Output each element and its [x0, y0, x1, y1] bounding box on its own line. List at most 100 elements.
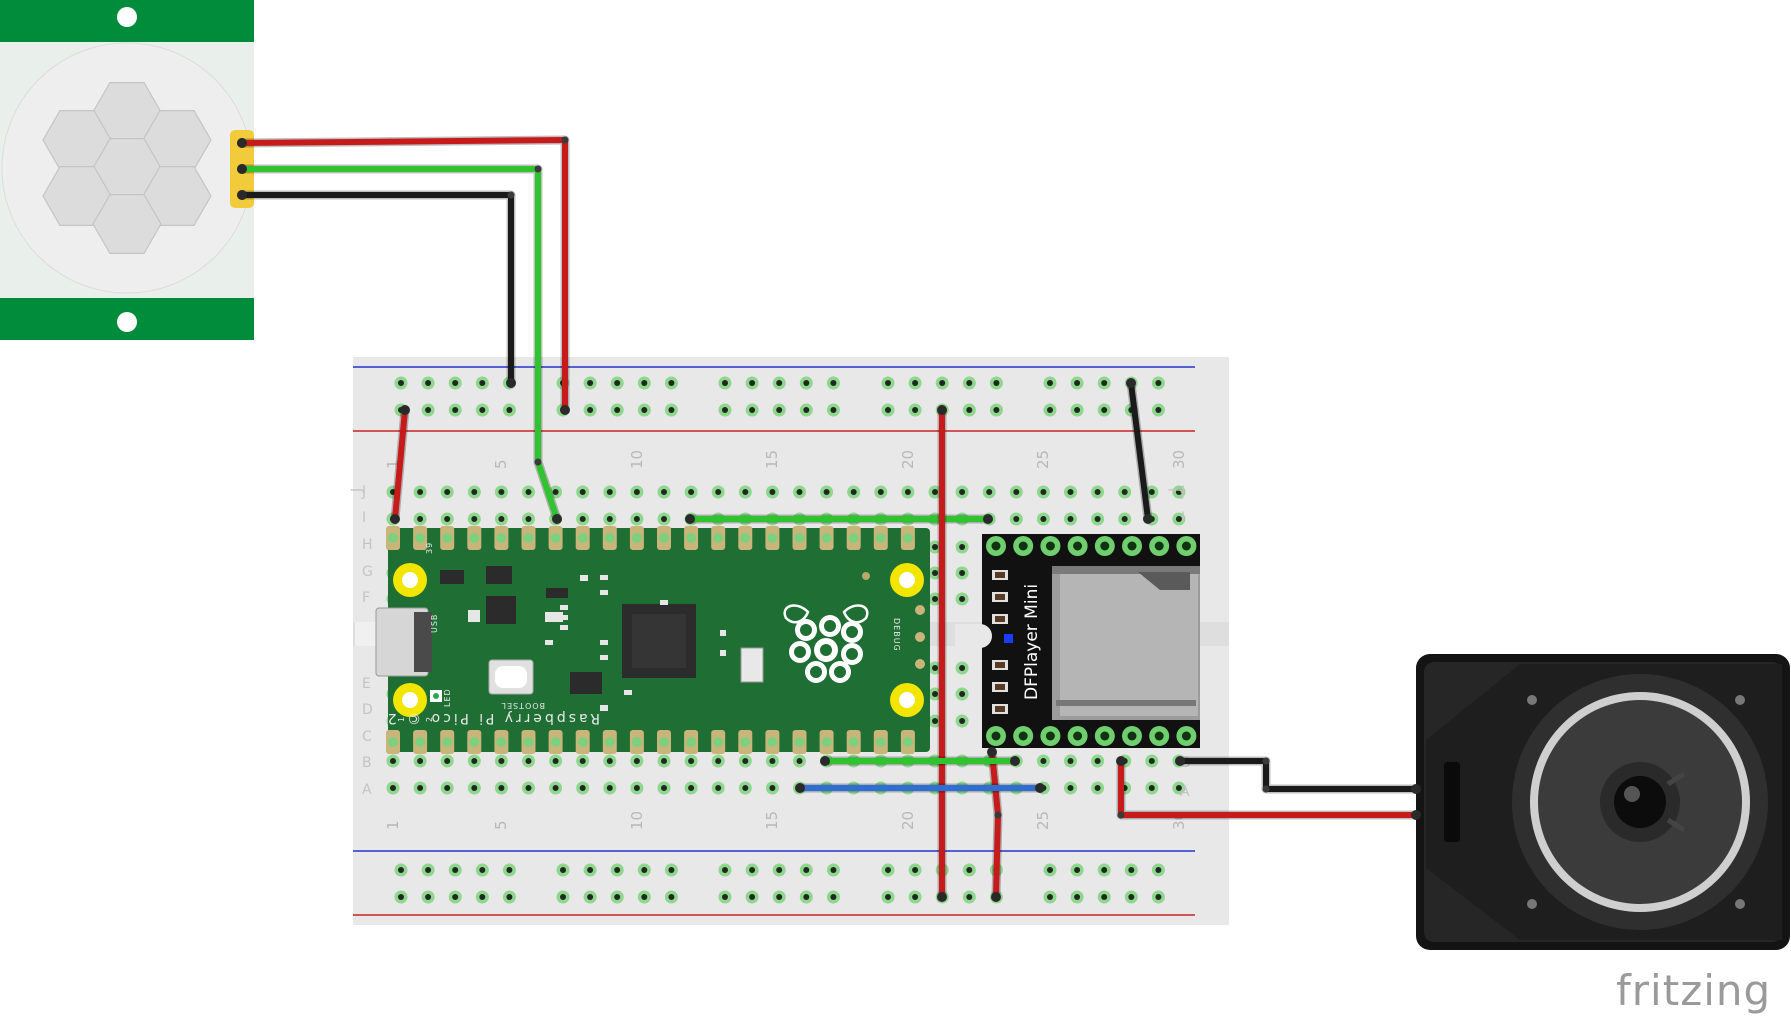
- smd-component: [468, 610, 480, 622]
- dfplayer-mini: DFPlayer Mini: [955, 534, 1200, 748]
- raspberry-logo-icon: [783, 604, 869, 683]
- bootsel-label: BOOTSEL: [501, 701, 545, 710]
- row-label: E: [362, 676, 371, 692]
- smd-component: [545, 612, 563, 622]
- jumper-wire: [1128, 380, 1151, 522]
- column-number: 25: [1034, 450, 1052, 469]
- speaker-terminal: [1444, 762, 1460, 842]
- wire-end: [237, 138, 247, 148]
- wire-end: [400, 405, 410, 415]
- row-label: J: [1180, 484, 1185, 500]
- row-label: C: [362, 729, 372, 745]
- wire-end: [1126, 378, 1136, 388]
- column-number: 5: [492, 820, 510, 830]
- status-led-icon: [1004, 634, 1013, 643]
- wire-end: [991, 892, 1001, 902]
- wire-end: [237, 164, 247, 174]
- sd-card-slot: [1052, 566, 1200, 720]
- column-number: 15: [763, 450, 781, 469]
- wire-end: [1411, 810, 1421, 820]
- column-number: 20: [899, 811, 917, 830]
- smd-component: [660, 600, 668, 605]
- smd-component: [560, 615, 568, 620]
- wire-end: [987, 747, 997, 757]
- usb-label: USB: [430, 614, 439, 633]
- row-label: J: [361, 484, 366, 500]
- jumper-wire: [239, 166, 560, 522]
- row-label-j-right: J: [1167, 488, 1183, 493]
- debug-pad: [915, 659, 925, 669]
- fritzing-watermark: fritzing: [1616, 966, 1771, 1015]
- wire-end: [937, 892, 947, 902]
- column-number: 25: [1034, 811, 1052, 830]
- smd-component: [600, 575, 608, 580]
- pico-mounting-holes: [393, 563, 924, 717]
- pico-model-label: Raspberry Pi Pico © 2020: [349, 710, 600, 726]
- jumper-wire: [239, 192, 514, 386]
- pir-sensor: [0, 0, 254, 340]
- debug-pad: [915, 605, 925, 615]
- raspberry-pi-pico: USB LED BOOTSEL DEBUG Raspberry Pi Pico …: [349, 526, 930, 754]
- column-number: 10: [628, 450, 646, 469]
- wire-end: [1143, 514, 1153, 524]
- wires: [237, 135, 1421, 902]
- row-label: F: [362, 590, 370, 606]
- wire-end: [1035, 783, 1045, 793]
- fresnel-lens-icon: [42, 81, 212, 254]
- pin-1-label: 1: [397, 716, 406, 722]
- pin-2-label: 2: [425, 716, 434, 722]
- smd-component: [600, 655, 608, 660]
- smd-component: [600, 590, 608, 595]
- wire-end: [795, 783, 805, 793]
- wire-end: [1175, 756, 1185, 766]
- smd-component: [560, 625, 568, 630]
- row-label: A: [362, 782, 372, 798]
- speaker: [1416, 654, 1790, 950]
- smd-component: [545, 640, 553, 645]
- debug-label: DEBUG: [892, 618, 901, 652]
- led-label: LED: [443, 688, 452, 707]
- row-label: H: [362, 537, 373, 553]
- smd-component: [580, 575, 588, 581]
- wire-end: [1116, 756, 1126, 766]
- row-label: I: [362, 510, 366, 526]
- wire-end: [820, 756, 830, 766]
- wire-end: [685, 514, 695, 524]
- wire-end: [390, 514, 400, 524]
- column-number: 30: [1170, 450, 1188, 469]
- wire-end: [1411, 784, 1421, 794]
- jumper-wire: [392, 407, 408, 522]
- smd-component: [600, 705, 608, 711]
- pin-39-label: 39: [425, 542, 434, 554]
- column-number: 5: [492, 459, 510, 469]
- row-label: I: [1181, 510, 1185, 526]
- wire-end: [937, 405, 947, 415]
- wire-end: [506, 378, 516, 388]
- column-number: 15: [763, 811, 781, 830]
- row-label: G: [362, 564, 373, 580]
- bootsel-button[interactable]: [488, 659, 534, 695]
- row-label-a-right: A: [1180, 784, 1190, 800]
- column-number: 10: [628, 811, 646, 830]
- wire-end: [1010, 756, 1020, 766]
- smd-component: [720, 650, 726, 656]
- wire-end: [983, 514, 993, 524]
- wire-end: [560, 405, 570, 415]
- row-label: D: [362, 702, 373, 718]
- smd-component: [720, 630, 726, 636]
- mounting-hole-icon: [117, 312, 137, 332]
- column-number: 1: [384, 820, 402, 830]
- jumper-wire: [1177, 758, 1419, 792]
- wire-end: [552, 514, 562, 524]
- dfplayer-label: DFPlayer Mini: [1022, 584, 1042, 700]
- smd-component: [624, 690, 632, 695]
- debug-pad: [915, 632, 925, 642]
- column-number: 20: [899, 450, 917, 469]
- column-number: 1: [384, 459, 402, 469]
- lens-segment: [92, 194, 162, 254]
- wire-end: [237, 190, 247, 200]
- smd-component: [560, 605, 568, 610]
- mounting-hole-icon: [117, 7, 137, 27]
- smd-component: [600, 640, 608, 645]
